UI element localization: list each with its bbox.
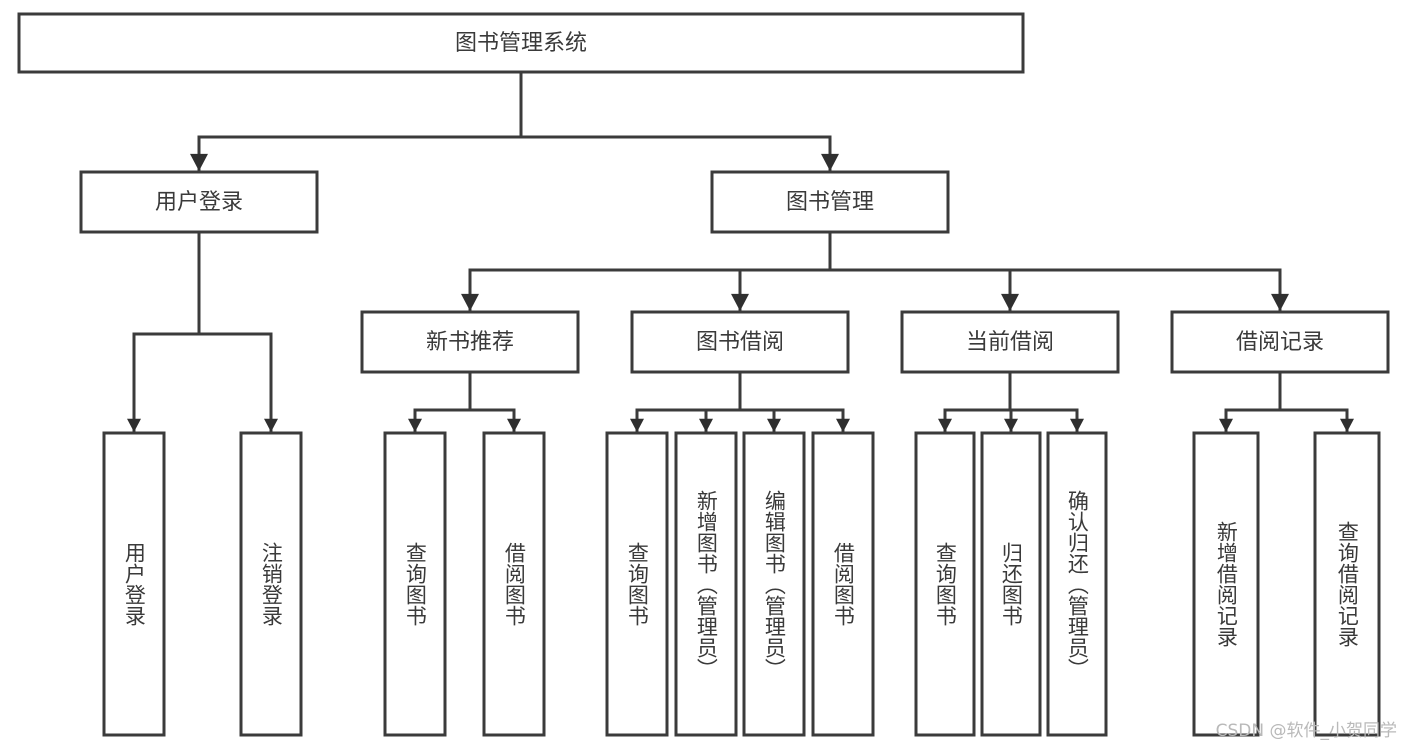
node-leaf-confirm-return[interactable] [1046, 431, 1108, 737]
node-new-book-recommend[interactable] [360, 310, 580, 374]
node-user-login[interactable] [79, 170, 319, 234]
node-leaf-add-record[interactable] [1192, 431, 1260, 737]
node-leaf-edit-book[interactable] [742, 431, 806, 737]
node-label-book-manage: 图书管理 [786, 190, 874, 215]
node-leaf-query-book-2[interactable] [605, 431, 669, 737]
node-leaf-borrow-book-2[interactable] [811, 431, 875, 737]
node-leaf-user-login[interactable] [102, 431, 166, 737]
node-label-book-borrow: 图书借阅 [696, 330, 784, 355]
node-label-new-book-recommend: 新书推荐 [426, 330, 514, 355]
node-leaf-return-book[interactable] [980, 431, 1042, 737]
node-book-manage[interactable] [710, 170, 950, 234]
node-label-user-login: 用户登录 [155, 190, 243, 215]
node-current-borrow[interactable] [900, 310, 1120, 374]
node-leaf-borrow-book-1[interactable] [482, 431, 546, 737]
node-leaf-query-book-3[interactable] [914, 431, 976, 737]
edges-layer [127, 70, 1354, 433]
watermark-text: CSDN @软件_小贺同学 [1215, 721, 1397, 741]
node-book-borrow[interactable] [630, 310, 850, 374]
node-label-root: 图书管理系统 [455, 31, 587, 56]
nodes-layer [17, 12, 1390, 737]
node-leaf-add-book[interactable] [674, 431, 738, 737]
node-label-current-borrow: 当前借阅 [966, 330, 1054, 355]
node-borrow-record[interactable] [1170, 310, 1390, 374]
node-leaf-query-book-1[interactable] [383, 431, 447, 737]
node-leaf-query-record[interactable] [1313, 431, 1381, 737]
node-root[interactable] [17, 12, 1025, 74]
node-label-borrow-record: 借阅记录 [1236, 330, 1324, 355]
node-leaf-logout[interactable] [239, 431, 303, 737]
